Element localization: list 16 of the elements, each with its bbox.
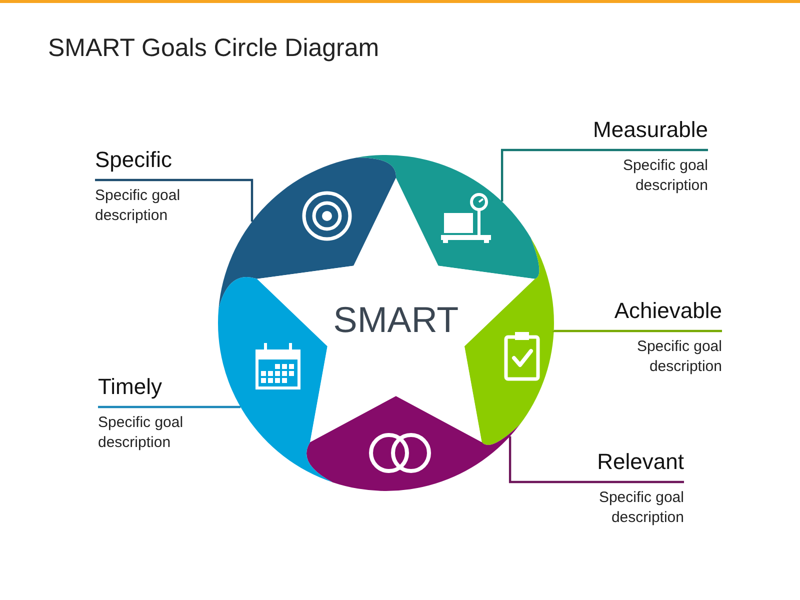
callout-description: Specific goal description [622, 156, 708, 196]
callout-heading: Measurable [593, 116, 708, 144]
leader-line [500, 148, 708, 202]
callout-description: Specific goal description [598, 488, 684, 528]
callout-heading: Achievable [614, 297, 722, 325]
diagram-title: SMART Goals Circle Diagram [48, 33, 380, 63]
callout-heading: Relevant [597, 448, 684, 476]
leader-line [552, 330, 722, 332]
callout-description: Specific goal description [95, 186, 182, 226]
leader-line [98, 406, 242, 408]
callout-description: Specific goal description [98, 413, 184, 453]
callout-heading: Specific [95, 146, 172, 174]
callout-description: Specific goal description [636, 337, 722, 377]
callout-heading: Timely [98, 373, 162, 401]
leader-line [508, 436, 684, 484]
leader-line [95, 178, 254, 222]
